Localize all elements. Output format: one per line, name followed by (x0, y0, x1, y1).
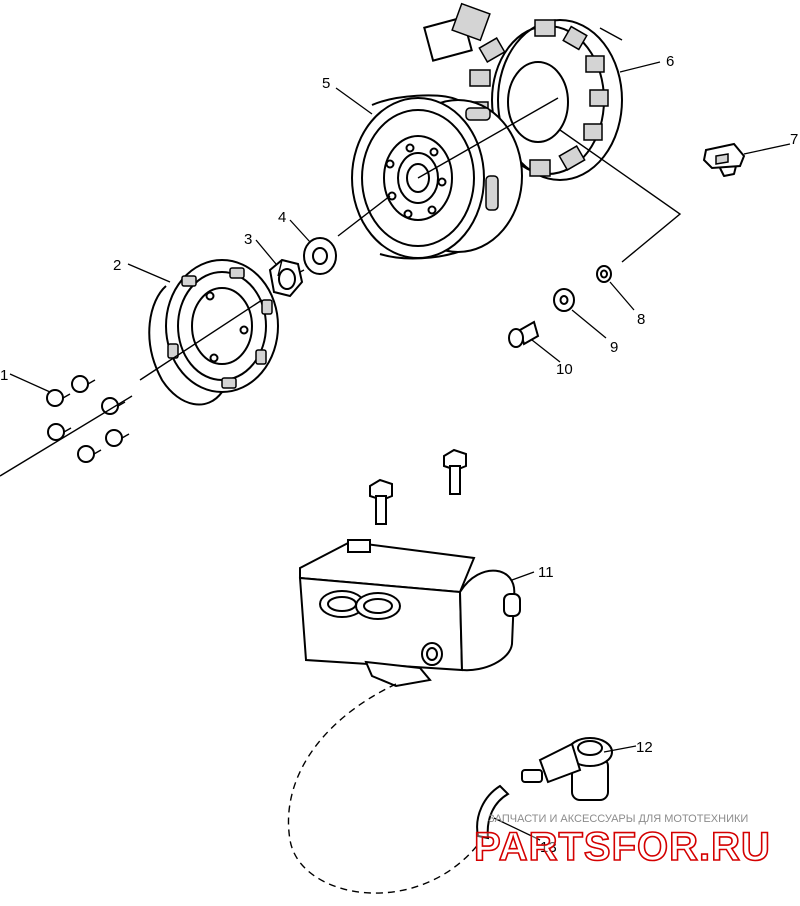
nut-part-3 (268, 258, 304, 298)
washer-part-8 (596, 265, 612, 283)
watermark-tagline: ЗАПЧАСТИ И АКСЕССУАРЫ ДЛЯ МОТОТЕХНИКИ (488, 813, 748, 825)
watermark-logo: PARTSFOR.RU (474, 825, 771, 869)
callout-12: 12 (636, 739, 653, 756)
screw-part-10 (508, 320, 540, 348)
callout-13: 13 (540, 839, 557, 856)
stator-part-6 (423, 2, 623, 181)
coil-bolts (369, 448, 467, 525)
washer-part-4 (303, 237, 337, 275)
clip-part-7 (702, 142, 746, 177)
ignition-coil-part-11 (298, 539, 521, 688)
watermark: ЗАПЧАСТИ И АКСЕССУАРЫ ДЛЯ МОТОТЕХНИКИ PA… (473, 813, 771, 870)
callout-8: 8 (637, 311, 645, 328)
callout-7: 7 (790, 131, 798, 148)
callout-6: 6 (666, 53, 674, 70)
callout-5: 5 (322, 75, 330, 92)
callout-1: 1 (0, 367, 8, 384)
callout-2: 2 (113, 257, 121, 274)
callout-9: 9 (610, 339, 618, 356)
ignition-wire-route (287, 683, 481, 894)
washer-part-9 (553, 288, 575, 312)
starter-cup-part-2 (139, 259, 279, 406)
boot-part-13 (476, 784, 510, 840)
callout-11: 11 (538, 564, 554, 581)
callout-10: 10 (556, 361, 573, 378)
leader-lines (9, 61, 791, 841)
callout-4: 4 (278, 209, 286, 226)
bolts-part-1 (0, 375, 133, 477)
callout-3: 3 (244, 231, 252, 248)
spark-plug-cap-part-12 (521, 737, 613, 801)
flywheel-part-5 (351, 94, 559, 260)
